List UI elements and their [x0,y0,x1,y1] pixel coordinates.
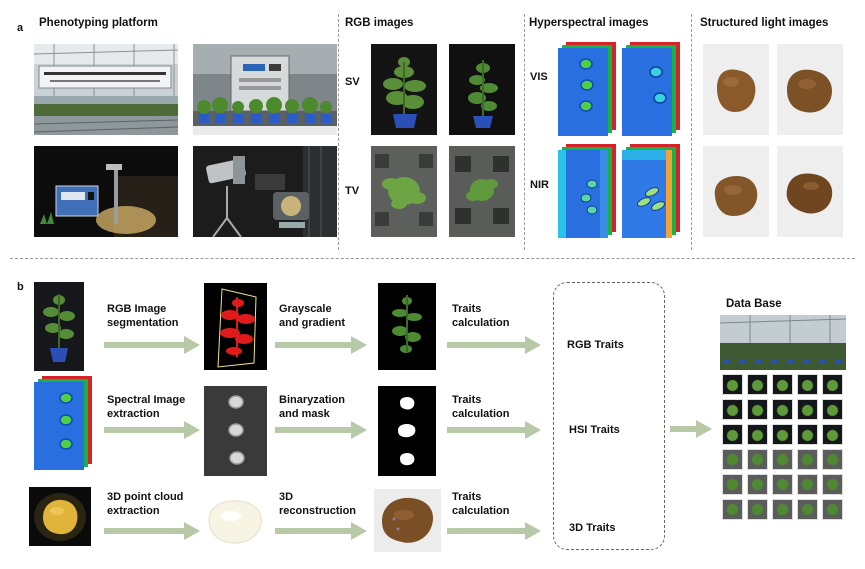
arrow-3d-traits [447,522,541,540]
binaryzation-mask-label: Binaryzation and mask [279,394,346,420]
database-label: Data Base [726,298,782,310]
database-thumbnail [747,474,768,495]
database-thumbnail [747,424,768,445]
plant-mask-image [378,283,436,370]
binary-mask-image [378,386,436,476]
database-thumbnail [747,499,768,520]
database-thumbnail [772,374,793,395]
database-thumbnail [797,449,818,470]
vis-label: VIS [530,71,548,83]
separator-1 [338,14,339,250]
arrow-rgb-segmentation [104,336,200,354]
cabinet-photo [193,44,337,135]
3d-traits-label: 3D Traits [569,522,616,534]
database-thumbnail [722,449,743,470]
rgb-segmentation-label: RGB Image segmentation [107,303,179,329]
rgb-side-view-image-2 [449,44,515,135]
point-cloud-extraction-label: 3D point cloud extraction [107,491,184,517]
point-cloud-shape [201,494,269,548]
structured-light-image-1 [703,44,769,135]
database-thumbnail [772,474,793,495]
arrow-spectral-extraction [104,421,200,439]
rgb-top-view-image-2 [449,146,515,237]
database-thumbnail [772,424,793,445]
database-thumbnail [747,374,768,395]
database-thumbnail [747,449,768,470]
database-thumbnail [822,499,843,520]
nir-cube-1 [558,144,616,238]
database-thumbnail [722,399,743,420]
input-spectral-cube [34,376,92,470]
segmented-plant-image [204,283,267,370]
database-thumbnail [822,449,843,470]
database-thumbnail [772,399,793,420]
database-thumbnail [797,374,818,395]
arrow-hsi-traits [447,421,541,439]
hyperspectral-header: Hyperspectral images [529,17,649,29]
greenhouse-photo [34,44,178,135]
arrow-rgb-traits [447,336,541,354]
hyperspectral-camera-photo [34,146,178,237]
structured-light-image-3 [703,146,769,237]
database-thumbnail [722,374,743,395]
rgb-side-view-image-1 [371,44,437,135]
rgb-header: RGB images [345,17,414,29]
arrow-reconstruction [275,522,367,540]
database-thumbnail [822,374,843,395]
reconstructed-potato-image [374,489,441,552]
nir-label: NIR [530,179,549,191]
database-thumbnail [822,399,843,420]
tv-label: TV [345,185,360,197]
arrow-point-cloud-extraction [104,522,200,540]
database-thumbnail [797,499,818,520]
rgb-top-view-image-1 [371,146,437,237]
vis-cube-1 [558,42,616,136]
input-point-cloud-image [29,487,91,546]
spectral-extraction-label: Spectral Image extraction [107,394,186,420]
vis-cube-2 [622,42,680,136]
hsi-traits-label: HSI Traits [569,424,620,436]
database-thumbnail [797,474,818,495]
arrow-to-database [670,420,712,438]
traits-box [553,282,665,550]
grayscale-gradient-label: Grayscale and gradient [279,303,346,329]
database-thumbnail [722,424,743,445]
structured-light-image-4 [777,146,843,237]
database-thumbnail [822,474,843,495]
database-thumbnail [772,499,793,520]
platform-header: Phenotyping platform [39,17,158,29]
database-thumbnail [772,449,793,470]
separator-3 [691,14,692,250]
grayscale-spectral-image [204,386,267,476]
hsi-traits-calculation-label: Traits calculation [452,394,510,420]
input-rgb-plant-image [34,282,84,371]
database-thumbnail [822,424,843,445]
structured-light-image-2 [777,44,843,135]
panel-a-letter: a [17,22,24,34]
database-thumbnail [797,399,818,420]
separator-2 [524,14,525,250]
arrow-binaryzation [275,421,367,439]
structured-header: Structured light images [700,17,829,29]
database-greenhouse-image [720,315,846,370]
rgb-traits-label: RGB Traits [567,339,624,351]
panel-divider [10,258,855,259]
rgb-traits-calculation-label: Traits calculation [452,303,510,329]
database-thumbnail [797,424,818,445]
panel-b-letter: b [17,281,24,293]
database-thumbnail [722,499,743,520]
database-thumbnail [747,399,768,420]
database-thumbnail [722,474,743,495]
arrow-grayscale-gradient [275,336,367,354]
reconstruction-label: 3D reconstruction [279,491,357,517]
3d-traits-calculation-label: Traits calculation [452,491,510,517]
nir-cube-2 [622,144,680,238]
sv-label: SV [345,76,360,88]
structured-light-scanner-photo [193,146,337,237]
